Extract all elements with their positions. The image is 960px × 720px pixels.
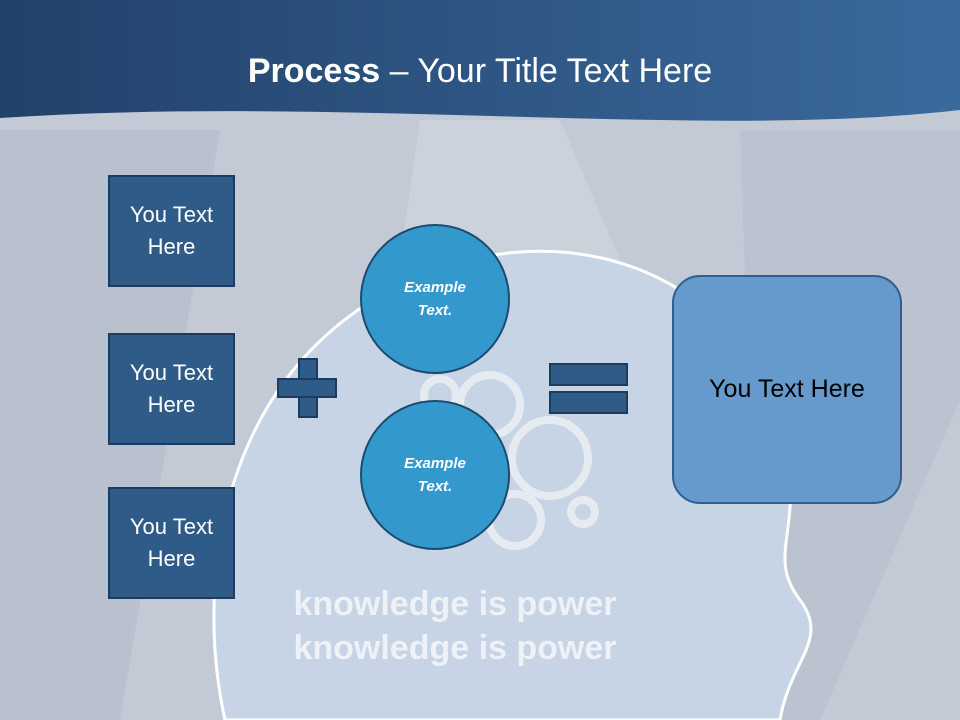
title-rest: – Your Title Text Here <box>380 52 713 90</box>
background-phrase: knowledge is power knowledge is power <box>293 585 617 667</box>
circle-label: Example Text. <box>404 279 466 319</box>
left-box-3[interactable]: You Text Here <box>108 487 235 599</box>
left-box-label: You Text Here <box>129 514 214 571</box>
result-box[interactable]: You Text Here <box>672 275 902 504</box>
left-box-2[interactable]: You Text Here <box>108 333 235 445</box>
circle-label: Example Text. <box>404 455 466 495</box>
left-box-label: You Text Here <box>129 360 214 417</box>
title-bold: Process <box>247 52 381 90</box>
circle-1[interactable]: Example Text. <box>360 224 510 374</box>
page-title: Process – Your Title Text Here <box>0 52 960 91</box>
circle-2[interactable]: Example Text. <box>360 400 510 550</box>
header-banner <box>0 0 960 121</box>
left-box-1[interactable]: You Text Here <box>108 175 235 287</box>
result-box-label: You Text Here <box>709 375 865 403</box>
background-ray <box>400 120 620 260</box>
left-box-label: You Text Here <box>129 202 214 259</box>
